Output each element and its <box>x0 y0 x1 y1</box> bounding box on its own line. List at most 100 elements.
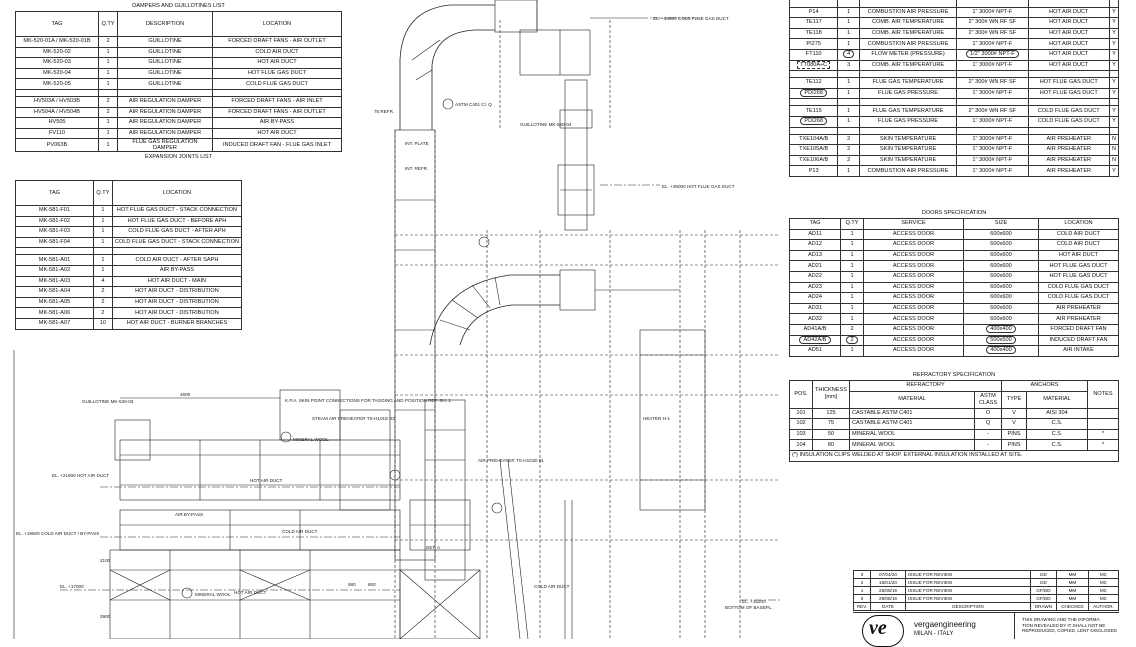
table-cell: MK-520-05 <box>15 78 99 90</box>
table-cell: MC <box>1087 570 1120 579</box>
table-cell: 125 <box>811 407 851 420</box>
table-cell: HOT AIR DUCT <box>1027 17 1110 29</box>
column-header: REV. <box>853 602 871 611</box>
table-cell: 1" 3000# NPT-F <box>956 38 1029 50</box>
table-cell: AD41A/B <box>789 323 841 336</box>
astm-label: ASTM C401 Cl. Q <box>455 102 492 107</box>
table-cell: 1 <box>92 226 113 238</box>
table-cell: GUILLOTINE <box>117 46 213 59</box>
table-cell: GUILLOTINE <box>117 67 213 80</box>
table-cell: AD12 <box>789 239 841 251</box>
table-cell: AD11 <box>789 228 841 241</box>
table-cell <box>98 88 118 97</box>
table-cell: AIR PREHEATER <box>1038 302 1119 315</box>
table-cell: 75 <box>811 418 851 430</box>
table-cell: 3 <box>853 570 871 579</box>
table-cell: 2 <box>840 334 864 347</box>
table-cell: HOT AIR DUCT <box>1027 59 1110 72</box>
table-cell: AISI 304 <box>1026 407 1088 420</box>
steam-air-preheater-label: STEAM AIR PREHEATER TS-H101E-02 <box>312 416 395 421</box>
column-header: LOCATION <box>212 11 342 37</box>
table-cell: MK-581-A04 <box>15 286 94 298</box>
table-cell: 400x400 <box>963 323 1039 336</box>
table-cell <box>956 126 1029 135</box>
table-cell: 1 <box>840 302 864 315</box>
table-cell: FLUE GAS TEMPERATURE <box>858 77 958 89</box>
table-cell: PV063B <box>15 138 99 153</box>
table-cell: MM <box>1055 570 1089 579</box>
table-cell: 1" 3000# NPT-F <box>956 154 1029 167</box>
table-row <box>788 98 1120 107</box>
column-header: TYPE <box>1001 390 1028 409</box>
table-cell: 600x600 <box>963 249 1039 262</box>
table-cell: 2 <box>853 578 871 587</box>
table-cell: 1 <box>840 249 864 262</box>
table-cell: MK-520-04 <box>15 67 99 80</box>
table-row <box>15 88 342 97</box>
detail-a-label: DET. A <box>426 545 441 550</box>
table-cell: TT080A÷C <box>788 59 839 72</box>
table-cell <box>92 247 113 256</box>
table-cell: 1 <box>840 228 864 241</box>
table-cell <box>858 70 958 79</box>
table-title: DAMPERS AND GUILLOTINES LIST <box>132 2 225 9</box>
table-cell: FT110 <box>788 48 839 61</box>
table-cell: 1 <box>837 115 860 128</box>
column-header: DATE <box>870 602 906 611</box>
table-cell: AD32 <box>789 313 841 325</box>
table-cell: COLD FLUE GAS DUCT <box>1027 105 1110 117</box>
table-cell: HOT FLUE GAS DUCT <box>1027 87 1110 100</box>
table-cell: 1 <box>98 46 118 59</box>
table-cell: ISSUE FOR REVIEW <box>905 578 1031 587</box>
table-cell: ACCESS DOOR <box>863 302 964 315</box>
table-cell: N <box>1108 154 1120 167</box>
table-cell <box>1087 418 1119 430</box>
table-cell: 600x600 <box>963 281 1039 294</box>
table-cell: FLUE GAS TEMPERATURE <box>858 105 958 117</box>
table-cell: COLD FLUE GAS DUCT <box>1038 292 1119 304</box>
table-cell: MK-581-F03 <box>15 226 94 238</box>
table-cell: TXE105A/B <box>788 144 839 156</box>
table-cell: O <box>974 407 1003 420</box>
table-cell: 50 <box>811 428 851 441</box>
table-cell: HOT FLUE GAS DUCT - BEFORE APH <box>111 215 243 228</box>
column-header: DESCRIPTION <box>117 11 213 37</box>
refractory-note: (*) INSULATION CLIPS WELDED AT SHOP. EXT… <box>789 449 1119 462</box>
table-cell: HOT AIR DUCT - DISTRIBUTION <box>111 296 243 309</box>
table-cell: MK-581-A05 <box>15 296 94 309</box>
table-cell: HOT AIR DUCT - DISTRIBUTION <box>111 307 243 319</box>
table-title: EXPANSION JOINTS LIST <box>144 153 213 160</box>
table-cell: COMBUSTION AIR PRESSURE <box>858 6 958 19</box>
table-cell: 0 <box>853 594 871 603</box>
table-cell: MM <box>1055 578 1089 587</box>
column-header: CHECKED <box>1055 602 1089 611</box>
table-cell: 1 <box>840 260 864 272</box>
column-header: TAG <box>15 180 94 206</box>
group-header: REFRACTORY <box>849 380 1003 392</box>
table-cell: AD21 <box>789 260 841 272</box>
table-cell: AD42A/B <box>789 334 841 347</box>
table-cell: * <box>1087 428 1119 441</box>
table-cell: 1 <box>92 264 113 277</box>
company-logo: ve <box>862 615 904 647</box>
table-cell: - <box>974 428 1003 441</box>
logo-mark: ve <box>869 617 887 639</box>
table-cell: FLUE GAS REGULATION DAMPER <box>117 138 213 153</box>
table-cell: AIR PREHEATER <box>1038 313 1119 325</box>
elevation-cold-air: EL. +19500 COLD AIR DUCT / BY-PASS <box>16 531 99 536</box>
table-cell: Y <box>1108 105 1120 117</box>
revision-marked-value: 500x500 <box>986 335 1016 344</box>
